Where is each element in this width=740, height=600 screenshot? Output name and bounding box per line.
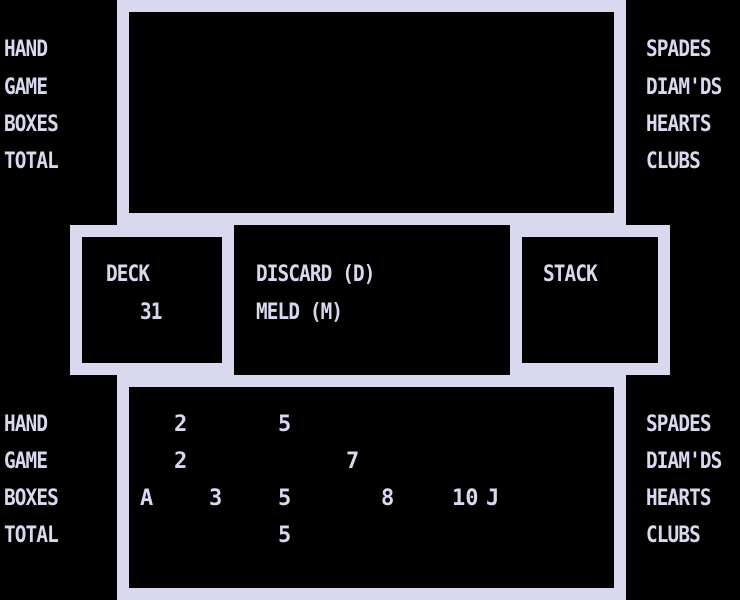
meld-option[interactable]: MELD (M) [256,300,343,325]
player-boxes-label: BOXES [4,486,59,511]
deck-count: 31 [140,300,162,325]
deck-label: DECK [106,262,150,287]
spades-card[interactable]: 2 [174,412,188,437]
opponent-meld-area [117,0,626,225]
opponent-clubs-label: CLUBS [646,149,701,174]
spades-card[interactable]: 5 [278,412,292,437]
stack-label: STACK [543,262,598,287]
clubs-card[interactable]: 5 [278,523,292,548]
player-spades-label: SPADES [646,412,712,437]
diamonds-card[interactable]: 2 [174,449,188,474]
opponent-hand-label: HAND [4,37,48,62]
player-diamonds-label: DIAM'DS [646,449,722,474]
player-total-label: TOTAL [4,523,59,548]
player-game-label: GAME [4,449,48,474]
player-hearts-label: HEARTS [646,486,712,511]
diamonds-card[interactable]: 7 [346,449,360,474]
stack-box[interactable] [510,225,670,375]
opponent-diamonds-label: DIAM'DS [646,75,722,100]
hearts-card[interactable]: 10 [452,486,479,511]
opponent-hearts-label: HEARTS [646,112,712,137]
player-clubs-label: CLUBS [646,523,701,548]
opponent-total-label: TOTAL [4,149,59,174]
hearts-card[interactable]: A [140,486,154,511]
hearts-card[interactable]: 5 [278,486,292,511]
player-hand-label: HAND [4,412,48,437]
opponent-spades-label: SPADES [646,37,712,62]
opponent-boxes-label: BOXES [4,112,59,137]
discard-option[interactable]: DISCARD (D) [256,262,375,287]
player-meld-area [117,375,626,600]
hearts-card[interactable]: J [486,486,500,511]
hearts-card[interactable]: 3 [209,486,223,511]
hearts-card[interactable]: 8 [381,486,395,511]
opponent-game-label: GAME [4,75,48,100]
